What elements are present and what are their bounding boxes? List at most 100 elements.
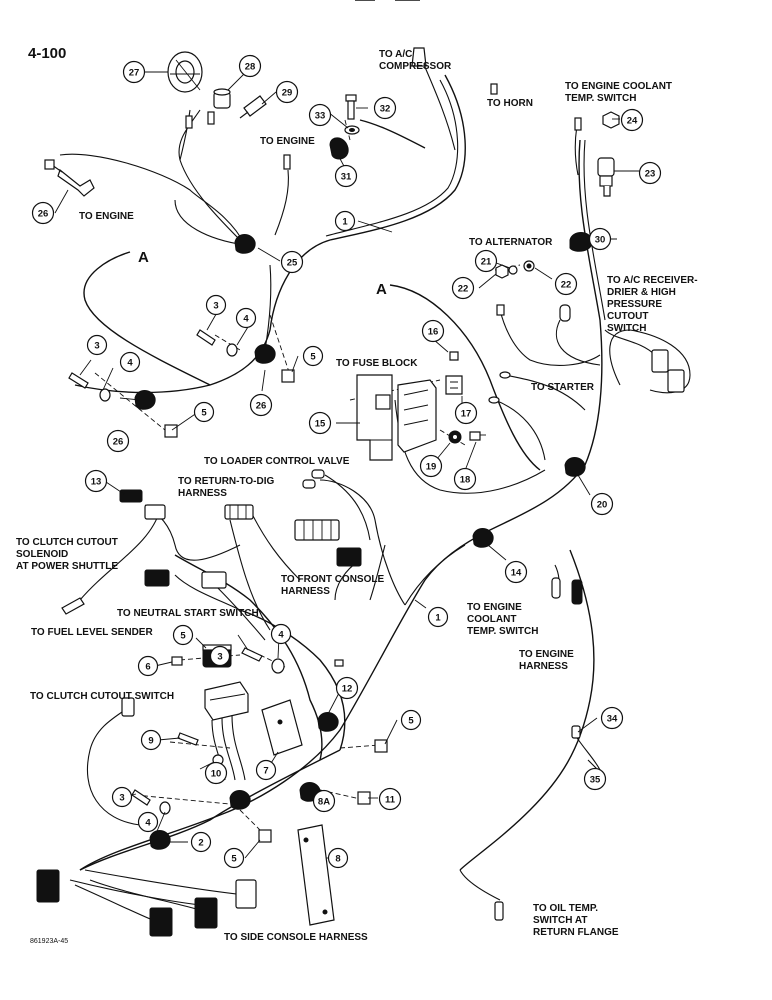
callout-number: 32 [380, 104, 391, 115]
callout-20: 20 [590, 492, 614, 516]
callout-number: 21 [481, 257, 492, 268]
callout-number: 19 [426, 462, 437, 473]
callout-number: 8 [335, 854, 340, 865]
label-ac-receiver-3: PRESSURE [607, 299, 662, 310]
callout-number: 8A [318, 797, 330, 808]
nut-5-right [374, 739, 388, 753]
label-to-alternator: TO ALTERNATOR [469, 237, 553, 248]
callout-5: 5 [223, 847, 245, 869]
callout-2: 2 [190, 831, 212, 853]
callout-number: 22 [458, 284, 469, 295]
label-to-loader-valve: TO LOADER CONTROL VALVE [204, 456, 350, 467]
callout-number: 23 [645, 169, 656, 180]
callout-number: 3 [217, 652, 222, 663]
label-side-console: TO SIDE CONSOLE HARNESS [224, 932, 368, 943]
splice-35-36 [571, 725, 597, 773]
callout-3: 3 [205, 294, 227, 316]
label-coolant-mid-2: COOLANT [467, 614, 516, 625]
clamps-13-9 [299, 712, 339, 802]
label-engine-harness-2: HARNESS [519, 661, 568, 672]
callout-4: 4 [137, 811, 159, 833]
label-fuel-level: TO FUEL LEVEL SENDER [31, 627, 153, 638]
callout-number: 2 [198, 838, 203, 849]
label-oil-temp-3: RETURN FLANGE [533, 927, 619, 938]
clutch-switch-connector [121, 697, 135, 717]
callout-12: 12 [335, 676, 359, 700]
clamp-32 [329, 137, 349, 160]
callout-32: 32 [373, 96, 397, 120]
clamp-31 [569, 232, 593, 252]
label-coolant-mid-3: TEMP. SWITCH [467, 626, 538, 637]
callout-3: 3 [209, 645, 231, 667]
callout-27: 27 [122, 60, 146, 84]
callout-9: 9 [140, 729, 162, 751]
callout-15: 15 [308, 411, 332, 435]
callout-5: 5 [193, 401, 215, 423]
engine-sender-part [44, 159, 95, 197]
callout-22: 22 [451, 276, 475, 300]
bolt-washer-pair [344, 94, 360, 135]
callout-number: 4 [127, 358, 133, 369]
label-front-console-1: TO FRONT CONSOLE [281, 574, 384, 585]
callout-33: 33 [308, 103, 332, 127]
callout-21: 21 [474, 249, 498, 273]
label-to-fuse-block: TO FUSE BLOCK [336, 358, 418, 369]
nut-5-lower [258, 829, 272, 843]
callout-number: 35 [590, 775, 601, 786]
label-ac-receiver-2: DRIER & HIGH [607, 287, 676, 298]
side-console-connectors [36, 869, 257, 937]
callout-number: 30 [595, 235, 606, 246]
oil-temp-connector [494, 901, 504, 921]
callout-number: 25 [287, 258, 298, 269]
callout-number: 3 [119, 793, 124, 804]
relay-bracket [204, 681, 249, 781]
callout-number: 4 [145, 818, 151, 829]
callout-number: 4 [243, 314, 249, 325]
plate-8 [261, 699, 303, 756]
clamps-21-15 [472, 457, 586, 548]
callout-number: 5 [408, 716, 414, 727]
callout-number: 3 [213, 301, 218, 312]
label-to-engine-left: TO ENGINE [79, 211, 134, 222]
ring-terminals [185, 83, 582, 667]
label-to-horn: TO HORN [487, 98, 533, 109]
callout-7: 7 [255, 759, 277, 781]
callout-17: 17 [454, 401, 478, 425]
label-ac-compressor-1: TO A/C [379, 49, 412, 60]
callout-number: 11 [385, 795, 396, 806]
mid-hardware [241, 647, 285, 674]
label-coolant-top-2: TEMP. SWITCH [565, 93, 636, 104]
callout-number: 22 [561, 280, 572, 291]
section-marker-a-left: A [138, 249, 149, 266]
callout-number: 12 [342, 684, 353, 695]
callout-number: 1 [435, 613, 441, 624]
label-ac-receiver-1: TO A/C RECEIVER- [607, 275, 698, 286]
callout-16: 16 [421, 319, 445, 343]
nut-25 [602, 111, 620, 129]
callout-6: 6 [137, 655, 159, 677]
callout-number: 28 [245, 62, 256, 73]
callout-1: 1 [427, 606, 449, 628]
fuse-bracket-16 [356, 374, 393, 461]
upper-hardware [68, 329, 295, 438]
section-marker-a-right: A [376, 281, 387, 298]
callout-number: 9 [148, 736, 153, 747]
clamps-26 [134, 234, 276, 410]
callout-number: 3 [94, 341, 99, 352]
ac-compressor-connector [411, 47, 427, 67]
coolant-mid-connectors [551, 577, 583, 605]
label-clutch-solenoid-2: SOLENOID [16, 549, 68, 560]
callout-5: 5 [302, 345, 324, 367]
callout-23: 23 [638, 161, 662, 185]
callout-5: 5 [172, 624, 194, 646]
label-to-engine-top: TO ENGINE [260, 136, 315, 147]
fitting-part [239, 95, 267, 119]
front-console-connectors [294, 519, 362, 567]
fuse-block-connector [397, 379, 437, 453]
label-clutch-solenoid-1: TO CLUTCH CUTOUT [16, 537, 118, 548]
callout-number: 33 [315, 111, 326, 122]
callouts: 11233334444555556788A9101112131415161718… [31, 54, 662, 869]
callout-29: 29 [275, 80, 299, 104]
callout-number: 1 [342, 217, 348, 228]
